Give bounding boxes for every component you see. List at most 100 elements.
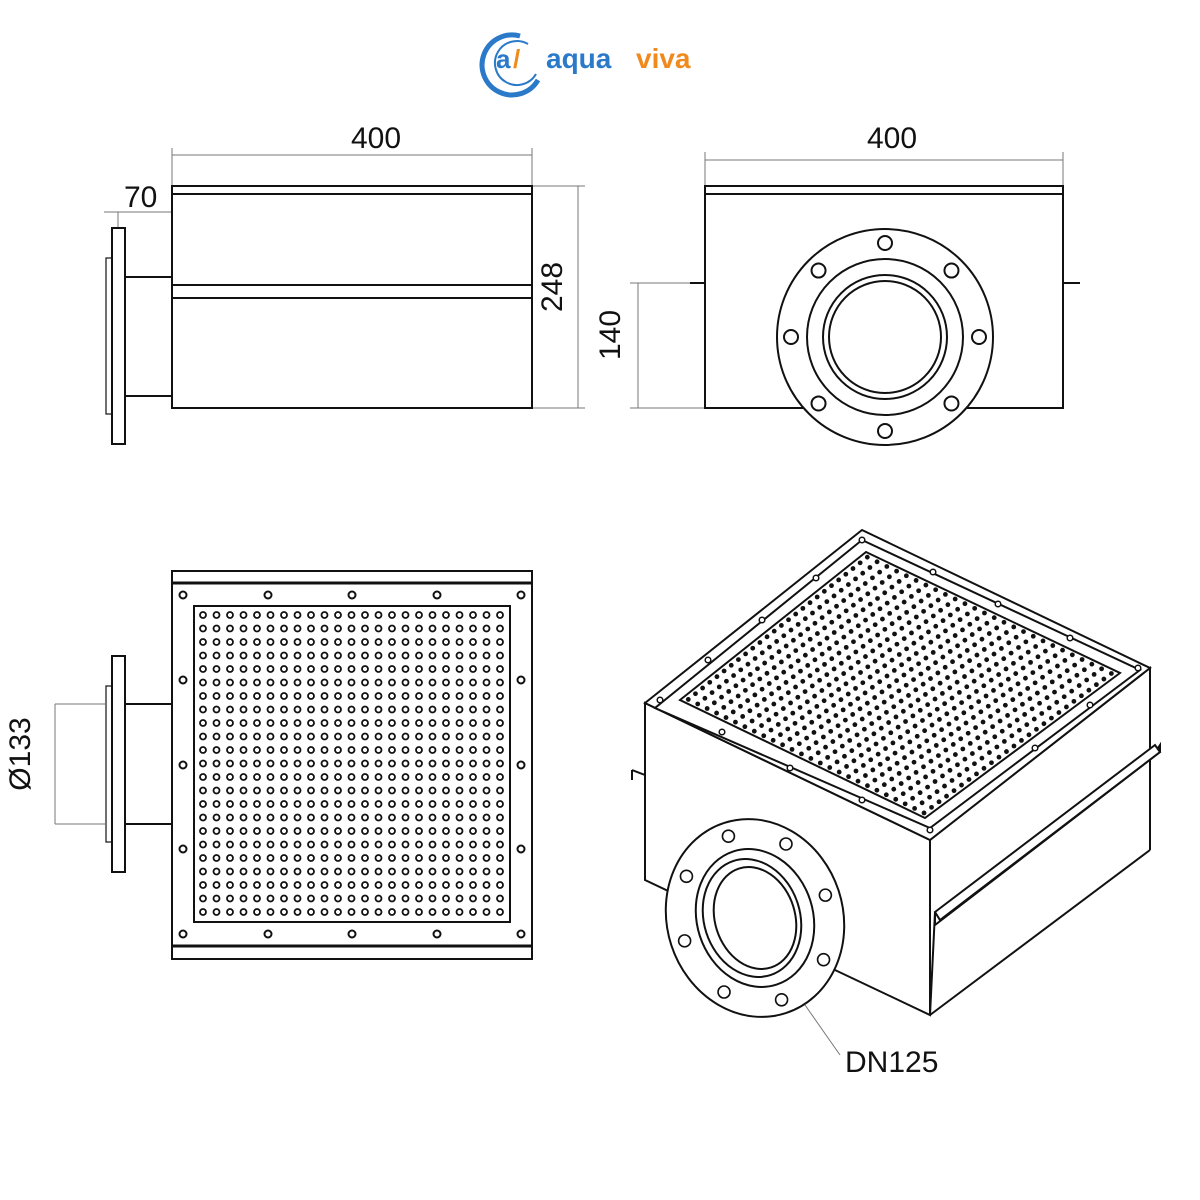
grate-hole [266,894,275,903]
grate-hole [455,732,464,741]
grate-hole [428,827,437,835]
grate-hole [1002,702,1008,708]
grate-hole [415,813,423,822]
grate-hole [831,630,837,635]
grate-hole [415,624,423,633]
grate-hole [307,624,315,633]
grate-hole [1010,697,1016,703]
grate-hole [253,827,261,835]
grate-hole [1006,640,1012,646]
grate-hole [239,867,248,876]
grate-hole [906,583,912,589]
grate-hole [881,782,887,788]
grate-hole [226,719,234,727]
grate-hole [778,623,784,628]
grate-hole [334,665,342,673]
grate-hole [850,602,856,608]
grate-hole [280,759,288,768]
grate-hole [775,722,781,727]
grate-hole [388,854,396,862]
grate-hole [455,840,464,849]
grate-hole [902,801,908,807]
grate-hole [931,732,937,738]
grate-hole [1029,706,1035,712]
grate-hole [1023,675,1028,681]
grate-hole [851,758,857,764]
grate-hole [212,867,221,876]
grate-hole [884,673,890,679]
grate-hole [253,692,261,700]
grate-hole [875,669,880,674]
grate-hole [388,746,396,754]
grate-hole [783,643,789,649]
grate-hole [826,682,832,688]
grate-hole [778,659,784,665]
grate-hole [959,782,964,788]
grate-hole [293,611,302,619]
grate-hole [925,592,931,598]
grate-hole [940,773,945,779]
grate-hole [685,697,691,702]
grate-hole [795,621,801,627]
grate-hole [361,867,369,876]
grate-hole [756,712,762,718]
grate-hole [428,854,437,862]
grate-hole [428,746,437,754]
grate-hole [764,670,770,676]
grate-hole [879,580,885,585]
grate-hole [894,568,899,574]
screw-hole [516,760,526,770]
grate-hole [959,663,965,669]
screw-hole [929,568,937,576]
grate-hole [984,739,990,745]
grate-hole [226,651,234,660]
grate-hole [469,719,477,727]
grate-hole [347,827,356,835]
grate-hole [810,610,815,616]
grate-hole [884,564,890,569]
grate-hole [918,635,924,640]
grate-hole [844,764,849,769]
grate-hole [916,588,922,594]
grate-hole [253,881,261,889]
grate-hole [829,583,834,589]
grate-hole [1025,649,1031,655]
grate-hole [266,651,275,660]
grate-hole [930,768,936,774]
grate-hole [1034,690,1040,696]
grate-hole [361,611,369,619]
grate-hole [992,734,998,740]
grate-hole [428,840,437,849]
grate-hole [482,800,491,808]
grate-hole [919,754,924,760]
bolt-hole [810,395,827,412]
grate-hole [967,658,972,664]
grate-hole [320,651,329,660]
grate-hole [320,624,329,633]
grate-hole [307,759,315,768]
grate-hole [307,732,315,741]
grate-hole [901,672,907,678]
grate-hole [857,560,863,566]
grate-hole [776,685,782,691]
grate-hole [747,672,753,677]
grate-hole [415,840,423,849]
grate-hole [817,760,823,766]
logo-swirl-icon [479,32,541,98]
grate-hole [320,800,329,808]
grate-hole [693,691,698,697]
grate-hole [930,650,936,655]
grate-hole [827,765,833,770]
grate-hole [388,638,396,646]
grate-hole [239,773,248,781]
grate-hole [266,732,275,741]
grate-hole [726,689,732,694]
grate-hole [253,732,261,741]
grate-hole [995,708,1001,714]
screw-hole [347,929,357,939]
grate-hole [974,771,979,777]
grate-hole [212,759,221,768]
grate-hole [482,719,491,727]
grate-hole [711,700,717,706]
grate-hole [984,620,990,626]
